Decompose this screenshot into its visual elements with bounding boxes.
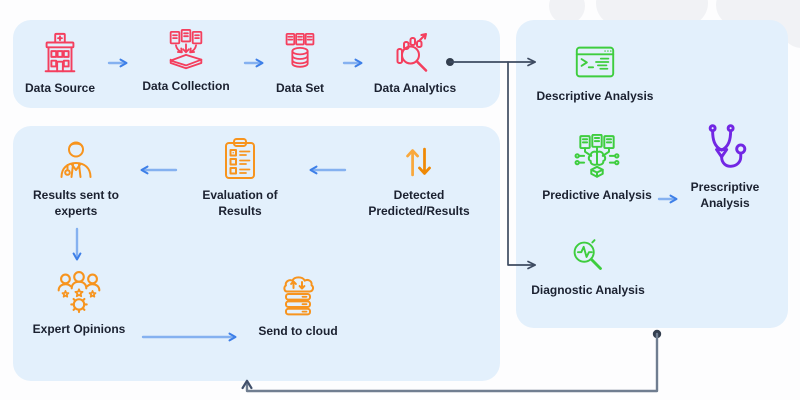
node-predictive-analysis: Predictive Analysis [532, 133, 662, 204]
stethoscope-icon [698, 122, 752, 176]
node-label: Descriptive Analysis [536, 89, 654, 103]
node-evaluation-of-results: Evaluation of Results [180, 136, 300, 220]
terminal-window-icon [572, 39, 618, 85]
node-label: Detected Predicted/Results [368, 188, 470, 218]
clipboard-checklist-icon [216, 136, 264, 184]
node-label: Predictive Analysis [542, 188, 652, 202]
node-label: Data Analytics [373, 81, 457, 95]
experts-group-icon [54, 268, 104, 318]
node-prescriptive-analysis: Prescriptive Analysis [679, 122, 771, 212]
magnifier-pulse-icon [565, 233, 611, 279]
node-data-collection: Data Collection [126, 29, 246, 95]
node-label: Diagnostic Analysis [531, 283, 645, 297]
documents-to-box-icon [163, 29, 209, 75]
documents-network-icon [572, 133, 622, 184]
node-send-to-cloud: Send to cloud [239, 272, 357, 340]
node-label: Expert Opinions [32, 322, 126, 336]
node-label: Send to cloud [258, 324, 338, 338]
node-label: Data Source [24, 81, 96, 95]
node-label: Results sent to experts [32, 188, 119, 218]
node-expert-opinions: Expert Opinions [10, 268, 148, 338]
node-label: Data Collection [142, 79, 230, 93]
hospital-icon [37, 31, 83, 77]
node-label: Data Set [275, 81, 325, 95]
node-detected-predicted-results: Detected Predicted/Results [355, 140, 483, 220]
cloud-server-icon [274, 272, 322, 320]
node-label: Prescriptive Analysis [690, 180, 760, 210]
doctor-icon [52, 136, 100, 184]
documents-database-icon [277, 31, 323, 77]
node-data-set: Data Set [250, 31, 350, 97]
chart-magnifier-icon [391, 29, 439, 77]
analysis-panel [516, 20, 788, 328]
node-diagnostic-analysis: Diagnostic Analysis [523, 233, 653, 299]
node-label: Evaluation of Results [202, 188, 278, 218]
node-results-sent-to-experts: Results sent to experts [16, 136, 136, 220]
node-data-analytics: Data Analytics [358, 29, 472, 97]
node-data-source: Data Source [10, 31, 110, 97]
node-descriptive-analysis: Descriptive Analysis [530, 39, 660, 105]
up-down-arrows-icon [397, 140, 441, 184]
